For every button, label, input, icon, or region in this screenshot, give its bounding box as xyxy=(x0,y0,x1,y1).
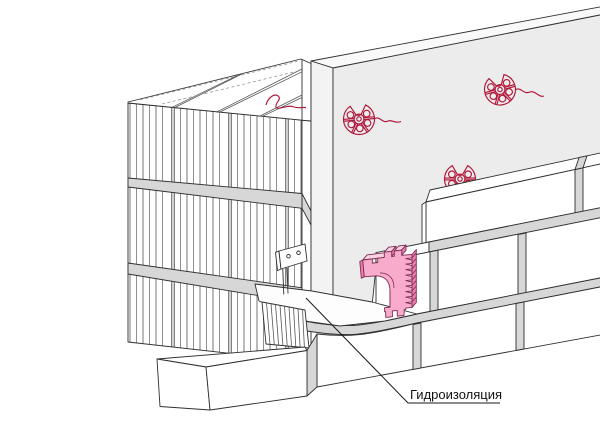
top-course-vertical-joint-top xyxy=(574,155,588,170)
anchor-wire xyxy=(514,88,545,97)
upper-course-vertical-joint xyxy=(429,249,439,312)
anchor-wire xyxy=(373,117,402,123)
block-top-joint-lines xyxy=(171,68,303,117)
waterproofing-membrane xyxy=(254,277,600,349)
wall-tie-hole xyxy=(286,253,291,259)
insulation-holder-clip xyxy=(359,244,417,318)
upper-course-vertical-joint xyxy=(517,232,527,295)
wall-tie-tail xyxy=(282,267,289,295)
corner-brick-front-face xyxy=(205,350,308,411)
membrane-label: Гидроизоляция xyxy=(410,387,502,402)
clip-front-face xyxy=(362,249,413,318)
clip-fillet-line xyxy=(379,272,395,289)
panel-side-face xyxy=(310,60,334,298)
top-course-vertical-joint xyxy=(574,167,584,214)
leader-line xyxy=(305,297,500,404)
wall-tie-hole xyxy=(296,250,301,256)
clip-teeth-lines xyxy=(411,252,417,303)
membrane-fold-hatch xyxy=(266,302,305,348)
wall-tie-plate xyxy=(278,243,308,270)
lower-course-vertical-joint xyxy=(412,322,422,370)
anchor-wire-on-block xyxy=(265,94,307,109)
lower-course-front-face xyxy=(316,286,600,388)
bed-joint-upper xyxy=(428,207,600,253)
clip-teeth-side xyxy=(411,249,417,308)
block-top-dashed-lines xyxy=(139,61,303,105)
wall-tie xyxy=(275,243,308,295)
lower-course-vertical-joint xyxy=(515,301,525,351)
corner-brick-end-face xyxy=(156,358,211,411)
top-brick-end-face xyxy=(421,201,427,247)
annotation: Гидроизоляция xyxy=(305,297,502,404)
insulation-panel xyxy=(310,6,600,307)
lower-brick-course xyxy=(156,286,600,411)
